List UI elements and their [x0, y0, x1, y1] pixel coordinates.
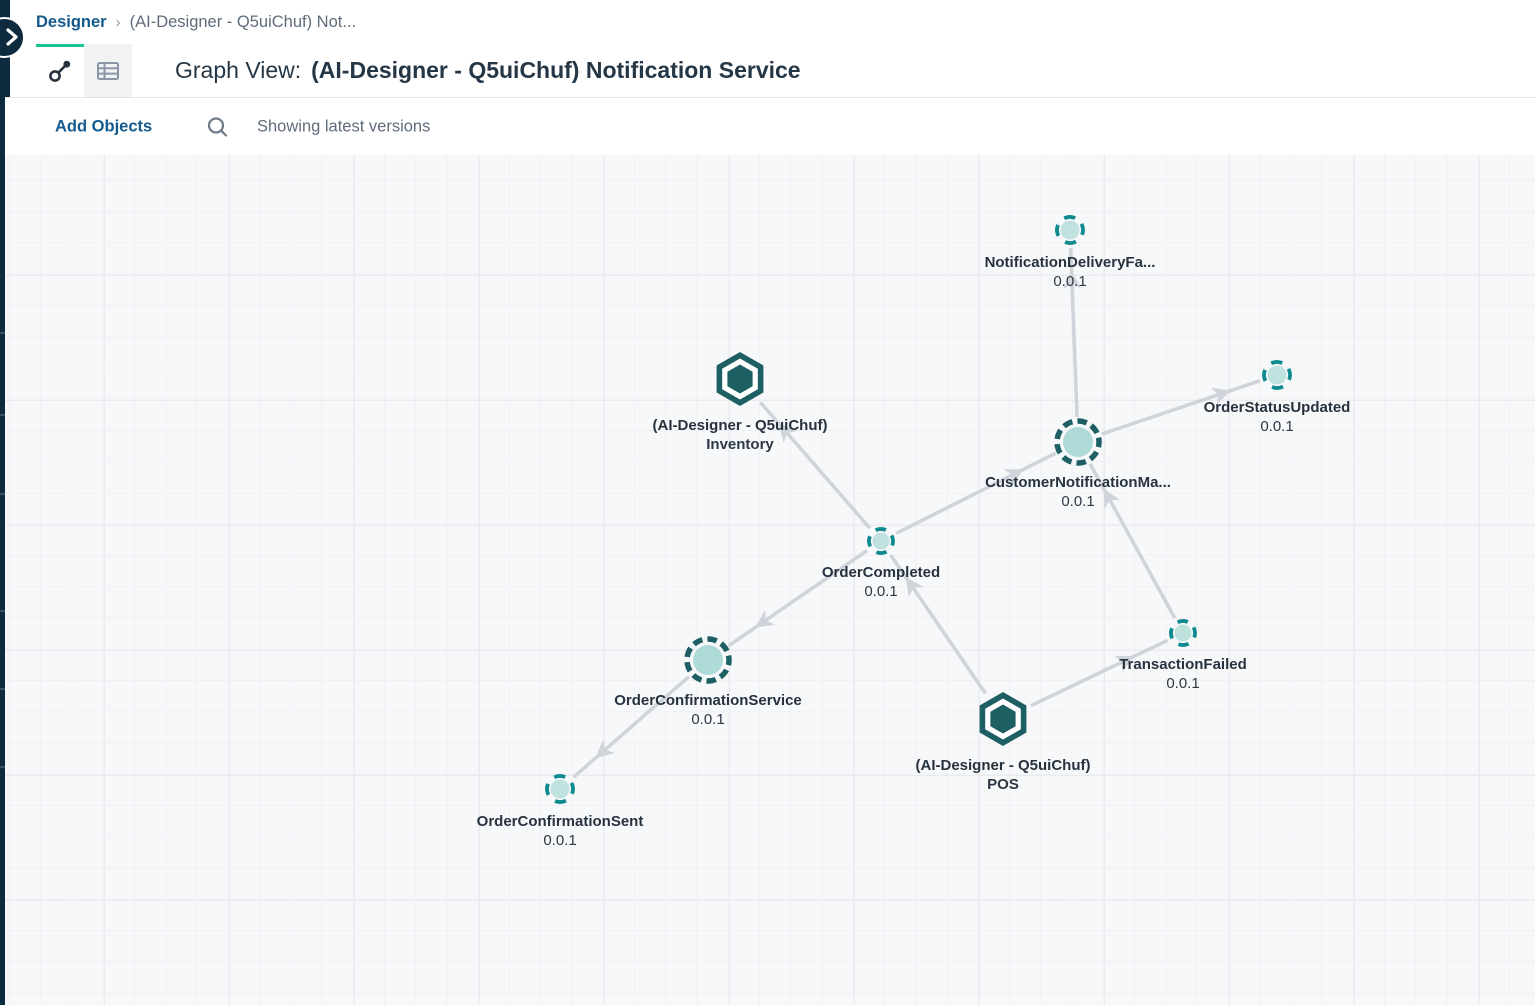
breadcrumb-designer-link[interactable]: Designer	[36, 12, 107, 31]
view-tabs	[36, 44, 132, 97]
rail-separator	[0, 414, 5, 416]
breadcrumb-chevron-icon: ›	[115, 13, 121, 31]
header: Designer › (AI-Designer - Q5uiChuf) Not.…	[10, 0, 1535, 97]
tab-graph-view[interactable]	[36, 44, 84, 97]
left-rail	[0, 97, 5, 1005]
page-title-prefix: Graph View:	[175, 57, 302, 83]
graph-canvas[interactable]	[5, 155, 1535, 1005]
version-status-text: Showing latest versions	[257, 117, 431, 135]
page-title-name: (AI-Designer - Q5uiChuf) Notification Se…	[311, 57, 801, 83]
search-button[interactable]	[205, 114, 230, 139]
page-title: Graph View: (AI-Designer - Q5uiChuf) Not…	[175, 44, 801, 97]
header-divider	[5, 97, 1535, 98]
rail-separator	[0, 610, 5, 612]
rail-separator	[0, 493, 5, 495]
add-objects-button[interactable]: Add Objects	[55, 117, 153, 135]
table-view-icon	[97, 61, 119, 80]
active-tab-accent	[36, 44, 84, 47]
rail-separator	[0, 332, 5, 334]
breadcrumb: Designer › (AI-Designer - Q5uiChuf) Not.…	[36, 0, 356, 44]
breadcrumb-current: (AI-Designer - Q5uiChuf) Not...	[129, 12, 357, 31]
toolbar: Add Objects Showing latest versions	[10, 98, 1535, 155]
search-icon	[207, 116, 228, 137]
tab-table-view[interactable]	[84, 44, 132, 97]
graph-view-icon	[49, 60, 71, 82]
rail-separator	[0, 766, 5, 768]
rail-separator	[0, 688, 5, 690]
chevron-right-icon	[6, 28, 18, 46]
